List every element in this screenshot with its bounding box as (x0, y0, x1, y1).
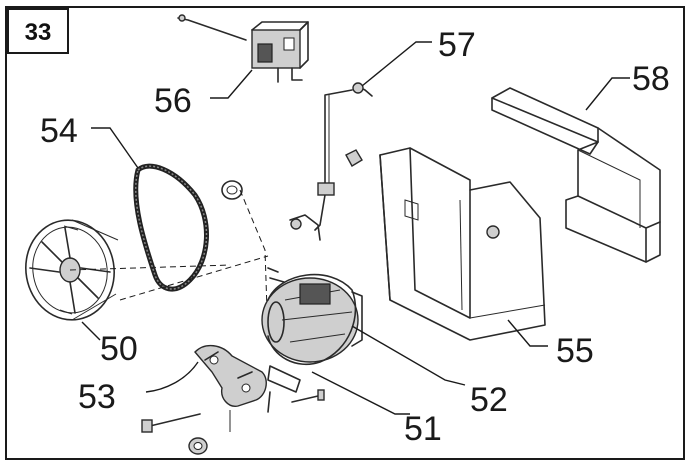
figure-number: 33 (25, 19, 52, 46)
shaft-line (119, 255, 269, 301)
part-54-belt (133, 163, 209, 292)
callout-57: 57 (438, 26, 476, 64)
callout-50: 50 (100, 330, 138, 368)
leader-54 (91, 127, 139, 169)
part-52-motor (261, 267, 363, 366)
callout-56: 56 (154, 82, 192, 120)
washer (221, 180, 243, 200)
leader-55 (507, 319, 548, 347)
leader-50 (81, 321, 101, 341)
part-58-cover (491, 87, 661, 263)
callout-52: 52 (470, 381, 508, 419)
part-55-housing (379, 147, 546, 341)
callout-55: 55 (556, 332, 594, 370)
part-57-rod-assembly (289, 82, 373, 241)
callout-54: 54 (40, 112, 78, 150)
part-53-bracket (141, 345, 267, 455)
leader-52 (351, 325, 466, 386)
callout-51: 51 (404, 410, 442, 448)
leader-53 (145, 361, 199, 393)
callout-53: 53 (78, 378, 116, 416)
callout-58: 58 (632, 60, 670, 98)
diagram-frame (5, 6, 685, 460)
figure-number-box: 33 (7, 8, 69, 54)
leader-57 (361, 41, 432, 87)
part-56-relay (177, 14, 309, 83)
part-51-mount (267, 365, 325, 413)
leader-51 (311, 371, 410, 415)
leader-58 (585, 77, 630, 111)
leader-56 (210, 69, 253, 99)
